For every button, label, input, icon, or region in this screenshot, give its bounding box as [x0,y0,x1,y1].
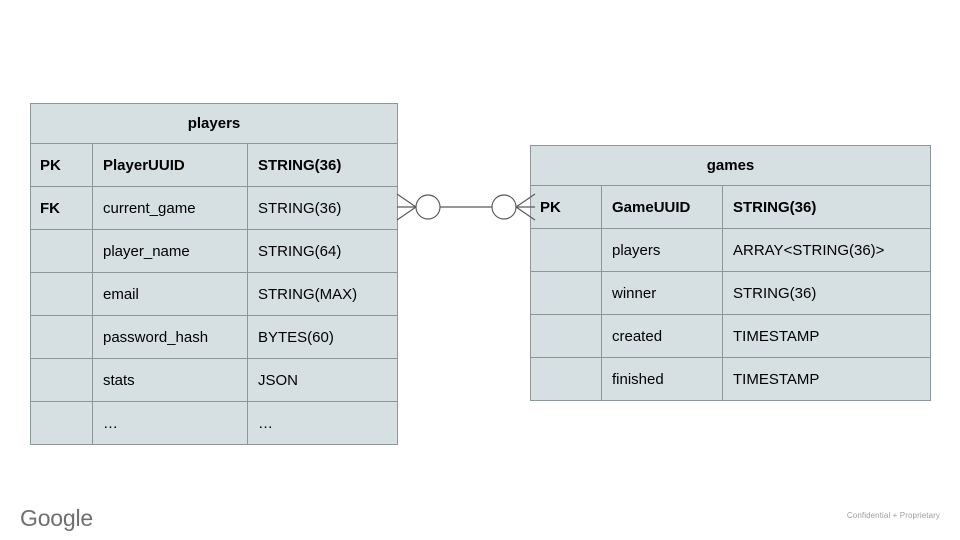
table-row: players ARRAY<STRING(36)> [530,228,931,272]
table-row: winner STRING(36) [530,271,931,315]
row-key-badge [30,272,93,316]
row-key-badge: FK [30,186,93,230]
row-field-type: STRING(MAX) [247,272,398,316]
confidentiality-note: Confidential + Proprietary [846,511,940,520]
relationship-connector [396,193,536,221]
row-key-badge [30,358,93,402]
table-row: email STRING(MAX) [30,272,398,316]
row-key-badge: PK [30,143,93,187]
google-logo-text: Google [20,505,93,531]
row-field-type: STRING(36) [722,185,931,229]
row-field-type: STRING(64) [247,229,398,273]
row-key-badge [530,271,602,315]
table-row: stats JSON [30,358,398,402]
row-field-type: STRING(36) [247,143,398,187]
table-row: PK GameUUID STRING(36) [530,185,931,229]
row-field-name: password_hash [92,315,248,359]
entity-title-players: players [30,103,398,144]
row-field-name: player_name [92,229,248,273]
crows-foot-right-icon [515,193,536,221]
row-field-name: current_game [92,186,248,230]
table-row: password_hash BYTES(60) [30,315,398,359]
table-row: FK current_game STRING(36) [30,186,398,230]
table-row: … … [30,401,398,445]
row-field-type: … [247,401,398,445]
row-key-badge [530,314,602,358]
row-field-name: stats [92,358,248,402]
row-field-type: ARRAY<STRING(36)> [722,228,931,272]
crows-foot-left-icon [396,193,417,221]
entity-title-row: games [530,145,931,186]
cardinality-circle-right-icon [491,194,517,220]
row-key-badge [530,357,602,401]
row-key-badge [30,315,93,359]
row-key-badge: PK [530,185,602,229]
row-field-name: email [92,272,248,316]
row-field-name: finished [601,357,723,401]
table-row: created TIMESTAMP [530,314,931,358]
cardinality-circle-left-icon [415,194,441,220]
table-row: finished TIMESTAMP [530,357,931,401]
entity-table-players: players PK PlayerUUID STRING(36) FK curr… [30,103,398,445]
row-field-name: players [601,228,723,272]
row-field-type: BYTES(60) [247,315,398,359]
table-row: PK PlayerUUID STRING(36) [30,143,398,187]
row-field-type: TIMESTAMP [722,314,931,358]
row-field-type: STRING(36) [247,186,398,230]
row-key-badge [30,229,93,273]
row-field-name: created [601,314,723,358]
table-row: player_name STRING(64) [30,229,398,273]
google-logo-icon: Google [20,505,93,531]
row-field-type: TIMESTAMP [722,357,931,401]
row-field-type: JSON [247,358,398,402]
entity-title-row: players [30,103,398,144]
row-field-name: GameUUID [601,185,723,229]
row-key-badge [30,401,93,445]
row-field-name: PlayerUUID [92,143,248,187]
row-field-name: winner [601,271,723,315]
entity-table-games: games PK GameUUID STRING(36) players ARR… [530,145,931,401]
entity-title-games: games [530,145,931,186]
row-field-name: … [92,401,248,445]
row-field-type: STRING(36) [722,271,931,315]
